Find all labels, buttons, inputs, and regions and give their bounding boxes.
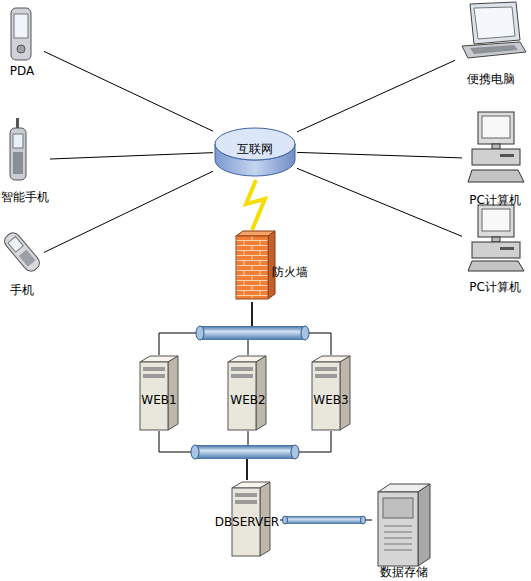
node-label: PC计算机 <box>462 280 528 294</box>
mobile-screen <box>8 237 23 253</box>
web-server: WEB2 <box>222 355 274 431</box>
pc-keyboard <box>468 170 524 182</box>
server-bay <box>235 500 257 504</box>
node-label: WEB1 <box>135 393 183 407</box>
pc-case <box>472 149 520 165</box>
pc-monitor <box>478 205 514 237</box>
pc-drive <box>500 154 514 157</box>
pc-screen <box>482 116 510 138</box>
server-bay <box>235 493 257 497</box>
network-link <box>50 153 213 159</box>
node-label: 防火墙 <box>272 265 300 279</box>
pc-monitor <box>478 112 514 144</box>
pipe-end <box>291 445 299 459</box>
pipe-end <box>361 516 366 524</box>
pc-drive <box>500 247 514 250</box>
pda-screen <box>14 14 28 38</box>
mobile-body <box>2 230 43 274</box>
pda-body <box>11 8 31 60</box>
storage-panel <box>383 498 413 518</box>
storage-side <box>418 484 430 566</box>
server-bay <box>315 374 337 378</box>
pc-icon <box>468 112 524 182</box>
server-bay <box>143 367 165 371</box>
laptop-base <box>462 42 526 58</box>
pc-stand <box>492 144 500 149</box>
smartphone-keypad <box>13 152 23 174</box>
network-link <box>297 60 455 132</box>
internet-cylinder: 互联网 <box>213 122 297 180</box>
pipe-end <box>191 445 199 459</box>
firewall: 防火墙 <box>232 230 300 302</box>
pipe-end <box>301 326 309 340</box>
web-server: WEB1 <box>135 355 183 431</box>
network-pipe <box>195 445 295 459</box>
storage-slots <box>384 526 412 550</box>
storage-pipe <box>285 516 363 524</box>
network-link <box>297 168 462 236</box>
node-label: WEB2 <box>222 393 274 407</box>
smartphone-screen <box>13 134 23 148</box>
pc-screen <box>482 209 510 231</box>
node-label: DBSERVER <box>214 515 280 529</box>
firewall-top <box>236 231 275 236</box>
database-server: DBSERVER <box>214 480 280 558</box>
mobile-phone-icon <box>2 230 43 274</box>
pc-device: PC计算机 <box>462 205 528 295</box>
laptop-device: 便携电脑 <box>455 0 527 88</box>
server-bay <box>315 367 337 371</box>
storage-front <box>378 492 418 566</box>
network-link <box>297 152 462 158</box>
node-label: 数据存储 <box>372 565 436 579</box>
pipe-end <box>283 516 288 524</box>
mobile-device: 手机 <box>0 228 44 298</box>
node-label: PDA <box>0 64 44 78</box>
lightning-link <box>246 180 265 230</box>
network-link <box>44 171 213 252</box>
node-label: 手机 <box>0 283 44 297</box>
smartphone-device: 智能手机 <box>0 115 50 205</box>
pc-icon <box>468 205 524 271</box>
network-pipe <box>200 326 305 340</box>
pc-stand <box>492 237 500 242</box>
network-link <box>44 51 213 131</box>
node-label: 便携电脑 <box>455 72 527 86</box>
pda-button <box>17 45 25 53</box>
pc-case <box>472 242 520 258</box>
server-bay <box>231 367 253 371</box>
node-label: 智能手机 <box>0 190 50 204</box>
pc-device: PC计算机 <box>462 110 528 208</box>
web-server: WEB3 <box>305 355 357 431</box>
laptop-lid <box>470 2 520 44</box>
node-label: WEB3 <box>305 393 357 407</box>
data-storage: 数据存储 <box>372 482 436 580</box>
laptop-screen <box>474 7 515 39</box>
pc-keyboard <box>468 261 524 271</box>
smartphone-body <box>10 128 26 180</box>
node-label: PC计算机 <box>462 193 528 207</box>
node-label: 互联网 <box>213 142 297 156</box>
mobile-keypad <box>19 250 36 267</box>
pda-device: PDA <box>0 2 44 80</box>
server-bay <box>231 374 253 378</box>
laptop-keyboard <box>470 45 518 54</box>
pipe-end <box>196 326 204 340</box>
firewall-wall <box>236 236 268 299</box>
server-bay <box>143 374 165 378</box>
